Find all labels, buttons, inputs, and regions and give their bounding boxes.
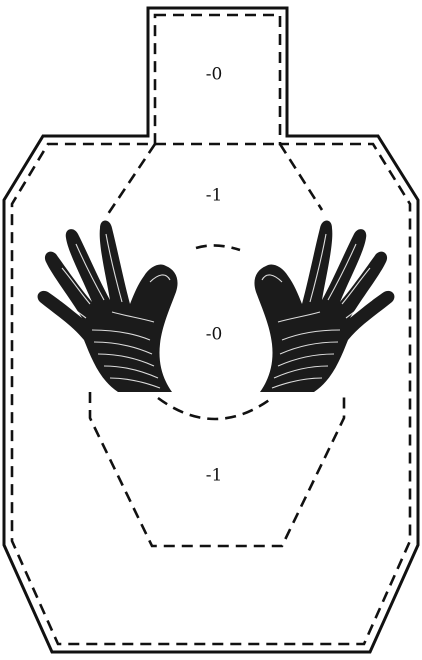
zone-label-lower: -1 (206, 466, 223, 486)
zone-label-upper: -1 (206, 186, 223, 206)
zone-label-head: -0 (206, 65, 223, 85)
zone-label-center: -0 (206, 325, 223, 345)
